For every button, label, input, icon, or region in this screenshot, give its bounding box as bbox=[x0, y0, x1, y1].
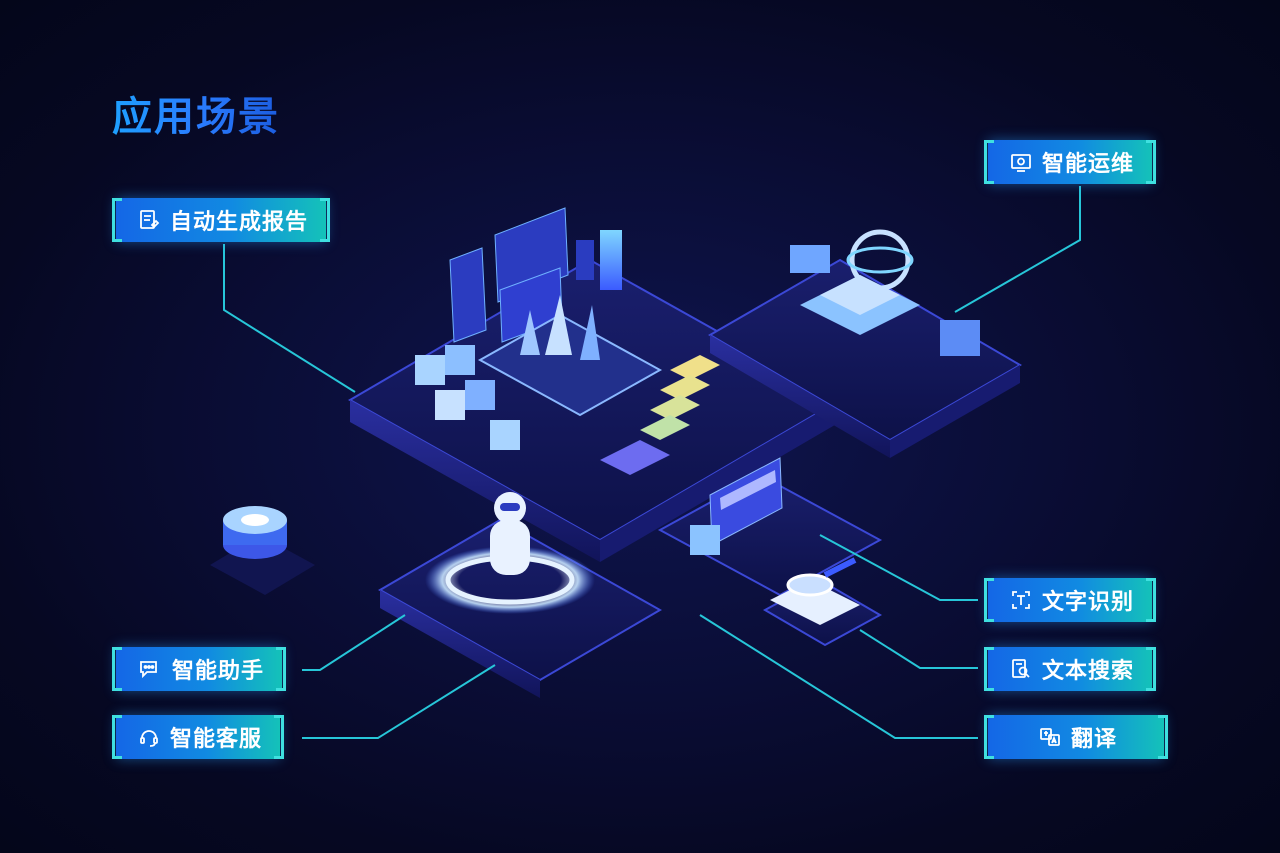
headset-icon bbox=[138, 726, 160, 748]
tag-assistant[interactable]: 智能助手 bbox=[111, 647, 287, 691]
line-customer-service bbox=[302, 664, 496, 739]
chat-icon bbox=[138, 658, 162, 680]
line-assistant bbox=[302, 614, 406, 671]
magnifier-icon bbox=[770, 557, 860, 625]
tag-auto-report[interactable]: 自动生成报告 bbox=[111, 198, 331, 242]
server-towers bbox=[576, 230, 622, 290]
ops-cluster bbox=[790, 229, 980, 356]
text-scan-icon bbox=[1010, 589, 1032, 611]
tag-ops[interactable]: 智能运维 bbox=[983, 140, 1157, 184]
ops-platform bbox=[708, 258, 1022, 458]
step-bars bbox=[600, 355, 720, 475]
doc-search-icon bbox=[1010, 658, 1032, 680]
tag-ocr[interactable]: 文字识别 bbox=[983, 578, 1157, 622]
tag-label: 智能客服 bbox=[170, 727, 263, 752]
database-icon bbox=[210, 506, 315, 595]
tag-label: 自动生成报告 bbox=[170, 210, 309, 235]
tag-label: 智能运维 bbox=[1042, 152, 1135, 177]
line-search bbox=[859, 629, 978, 669]
tag-label: 文字识别 bbox=[1042, 590, 1135, 615]
translate-icon bbox=[1039, 726, 1061, 748]
tag-search[interactable]: 文本搜索 bbox=[983, 647, 1157, 691]
page-title: 应用场景 bbox=[112, 84, 280, 142]
dashboard-screens bbox=[449, 207, 663, 417]
line-ocr bbox=[819, 534, 978, 601]
robot-assistant bbox=[425, 492, 595, 614]
tag-label: 翻译 bbox=[1070, 727, 1117, 752]
monitor-icon bbox=[1010, 151, 1032, 173]
tag-translate[interactable]: 翻译 bbox=[984, 715, 1168, 759]
line-auto-report bbox=[223, 244, 356, 393]
tag-customer-service[interactable]: 智能客服 bbox=[111, 715, 285, 759]
line-ops bbox=[954, 186, 1081, 313]
line-translate bbox=[699, 614, 978, 739]
computer-monitor bbox=[690, 457, 783, 555]
tag-label: 智能助手 bbox=[172, 659, 265, 684]
isometric-illustration bbox=[210, 207, 1022, 698]
cube-cluster bbox=[415, 345, 520, 450]
tag-label: 文本搜索 bbox=[1042, 659, 1135, 684]
report-icon bbox=[138, 209, 160, 231]
